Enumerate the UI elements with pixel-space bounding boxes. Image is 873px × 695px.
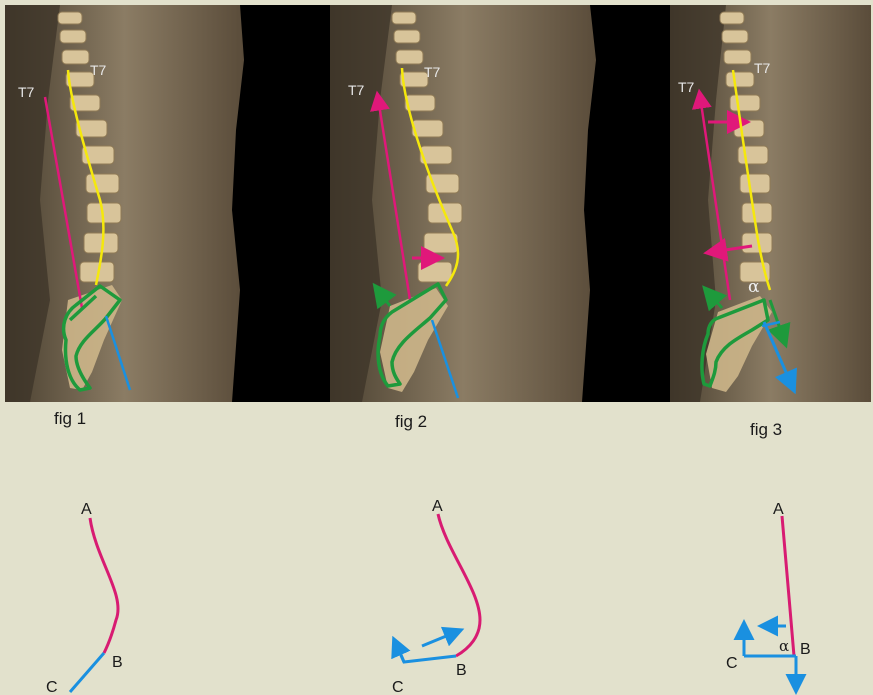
schematic1-label-b: B	[112, 654, 123, 671]
schematic2-bracket	[398, 648, 456, 662]
schematic3-curve	[782, 516, 794, 656]
schematic3-label-a: A	[773, 501, 784, 518]
fig2-t7-label-inner: T7	[424, 64, 441, 80]
schematic3-label-b: B	[800, 641, 811, 658]
schematic1-label-c: C	[46, 679, 58, 695]
schematic2	[396, 514, 480, 662]
fig1-illustration	[5, 5, 244, 402]
schematic2-label-c: C	[392, 679, 404, 695]
fig2-caption: fig 2	[395, 412, 427, 432]
schematic2-shift-arrow	[422, 632, 456, 646]
schematic1	[70, 518, 118, 692]
schematic1-segment	[70, 653, 104, 692]
schematic2-label-a: A	[432, 498, 443, 515]
schematic2-label-b: B	[456, 662, 467, 679]
schematic1-curve	[90, 518, 118, 653]
schematic2-curve	[438, 514, 480, 656]
schematic1-label-a: A	[81, 501, 92, 518]
schematic3-alpha-label: α	[779, 637, 789, 655]
fig3-t7-label-inner: T7	[754, 60, 771, 76]
fig3-illustration	[670, 5, 871, 402]
fig2-illustration	[330, 5, 596, 402]
schematic2-tilt-arrow	[396, 644, 404, 662]
schematic3-label-c: C	[726, 655, 738, 672]
fig1-t7-label-outer: T7	[18, 84, 35, 100]
fig1-t7-label-inner: T7	[90, 62, 107, 78]
schematic3	[744, 516, 796, 686]
fig3-t7-label-outer: T7	[678, 79, 695, 95]
fig1-caption: fig 1	[54, 409, 86, 429]
fig3-alpha-label: α	[748, 277, 760, 297]
fig2-t7-label-outer: T7	[348, 82, 365, 98]
fig3-caption: fig 3	[750, 420, 782, 440]
